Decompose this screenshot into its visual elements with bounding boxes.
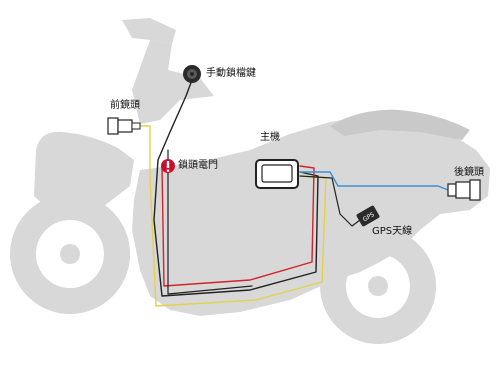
rear-camera-label: 後鏡頭: [454, 167, 484, 178]
main-unit-label: 主機: [260, 132, 280, 143]
scooter-silhouette: [10, 18, 490, 344]
front-camera-cable-yellow: [139, 125, 327, 307]
main-cable-black: [167, 149, 253, 295]
front-camera-device: [107, 117, 141, 135]
lock-button-label: 手動鎖檔鍵: [206, 68, 256, 79]
wiring-harness: [139, 79, 449, 307]
exclamation-badge-icon: [161, 159, 175, 173]
front-camera-label: 前鏡頭: [110, 100, 140, 111]
lock-button-cable-black: [153, 79, 319, 297]
lock-button-device: [183, 65, 201, 83]
gps-antenna-device: GPS: [356, 205, 380, 227]
gps-antenna-label: GPS天線: [372, 226, 413, 237]
gps-cable-black: [299, 175, 361, 227]
power-cable-red: [161, 165, 315, 287]
rear-camera-cable-blue: [299, 171, 449, 191]
rear-camera-device: [447, 179, 481, 201]
lock-power-label: 鎖頭電門: [178, 160, 218, 171]
main-unit-device: [255, 159, 299, 189]
